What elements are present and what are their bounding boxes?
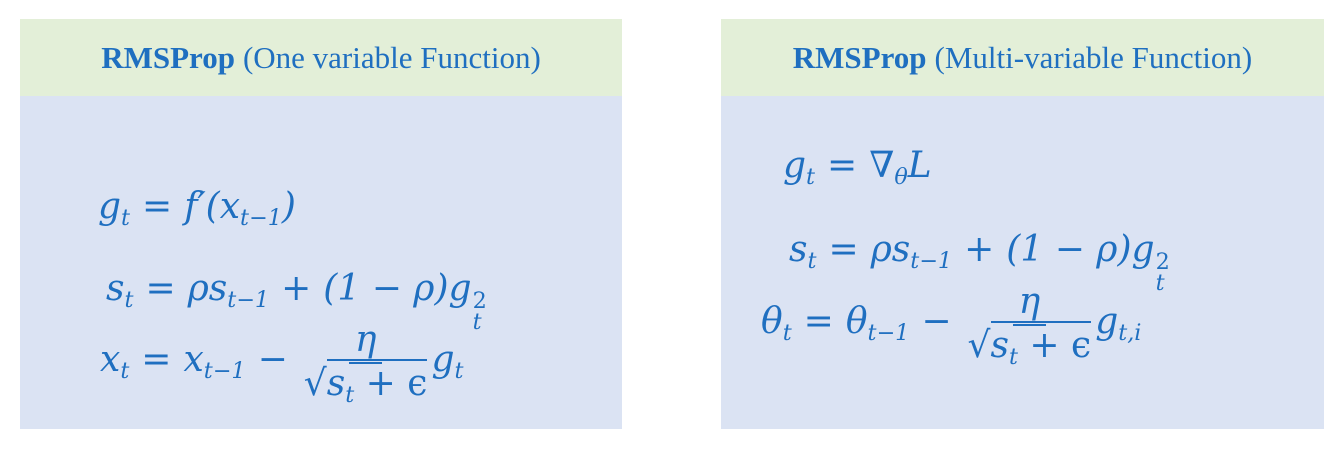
title-rest: (One variable Function): [242, 39, 541, 75]
title-rest: (Multi-variable Function): [934, 39, 1253, 75]
gradient-equation: gt=f′(xt−1): [98, 186, 296, 232]
title-bold: RMSProp: [101, 39, 235, 75]
panel-one-variable: RMSProp (One variable Function) gt=f′(xt…: [20, 19, 622, 429]
panel-header: RMSProp (Multi-variable Function): [721, 19, 1324, 96]
gradient-equation: gt=∇θL: [783, 145, 932, 191]
step-fraction: η√st + ϵ: [303, 319, 428, 409]
title-bold: RMSProp: [792, 39, 927, 75]
panel-header: RMSProp (One variable Function): [20, 19, 622, 96]
step-fraction: η√st + ϵ: [967, 281, 1092, 371]
panel-multi-variable: RMSProp (Multi-variable Function) gt=∇θL…: [721, 19, 1324, 429]
